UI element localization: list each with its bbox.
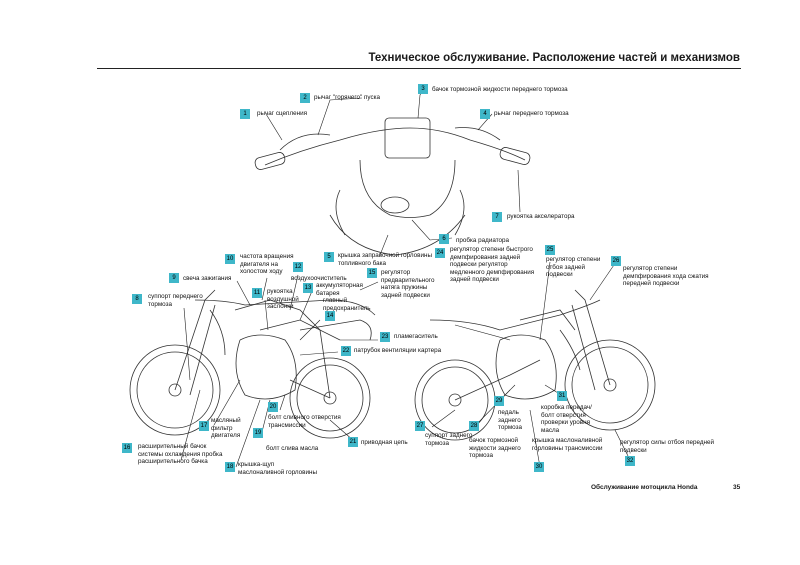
- callout-16-label: расширительный бачок системы охлаждения …: [138, 443, 223, 466]
- callout-21-number: 21: [348, 437, 358, 447]
- motorcycle-right-view: [414, 289, 656, 441]
- callout-8-label: суппорт переднего тормоза: [148, 293, 203, 308]
- callout-31-number: 31: [557, 391, 567, 401]
- callout-25-label: регулятор степени отбоя задней подвески: [546, 256, 601, 279]
- callout-24-number: 24: [435, 248, 445, 258]
- callout-1-number: 1: [240, 109, 250, 119]
- callout-30-number: 30: [534, 462, 544, 472]
- callout-20-label: болт сливного отверстия трансмиссии: [268, 414, 341, 429]
- callout-29-label: педаль заднего тормоза: [498, 409, 522, 432]
- callout-18-number: 18: [225, 462, 235, 472]
- callout-11-number: 11: [252, 288, 262, 298]
- callout-13-number: 13: [303, 283, 313, 293]
- callout-14-number: 14: [325, 311, 335, 321]
- callout-16-number: 16: [122, 443, 132, 453]
- callout-27-number: 27: [415, 421, 425, 431]
- callout-20-number: 20: [268, 402, 278, 412]
- callout-26-number: 26: [611, 256, 621, 266]
- callout-23-number: 23: [380, 332, 390, 342]
- callout-9-number: 9: [169, 273, 179, 283]
- handlebar-top-view: [254, 117, 531, 256]
- callout-26-label: регулятор степени демпфирования хода сжа…: [623, 265, 709, 288]
- page-number: 35: [733, 484, 741, 491]
- callout-23-label: пламегаситель: [394, 333, 438, 340]
- callout-6-label: пробка радиатора: [456, 237, 510, 244]
- callout-15-label: регулятор предварительного натяга пружин…: [381, 269, 435, 299]
- callout-28-number: 28: [469, 421, 479, 431]
- callout-19-number: 19: [253, 428, 263, 438]
- title-rule: [97, 68, 741, 69]
- callout-22-number: 22: [341, 346, 351, 356]
- callout-18-label: крышка-щуп маслоналивной горловины: [238, 461, 318, 476]
- callout-10-number: 10: [225, 254, 235, 264]
- page-title: Техническое обслуживание. Расположение ч…: [368, 52, 740, 64]
- callout-32-number: 32: [625, 456, 635, 466]
- callout-10-label: частота вращения двигателя на холостом х…: [240, 253, 294, 276]
- callout-9-label: свеча зажигания: [183, 275, 232, 282]
- footer-text: Обслуживание мотоцикла Honda: [591, 484, 698, 491]
- callout-5-label: крышка заправочной горловины топливного …: [338, 252, 433, 267]
- motorcycle-left-view: [129, 289, 376, 439]
- callout-3-number: 3: [418, 84, 428, 94]
- callout-17-number: 17: [199, 421, 209, 431]
- callout-11-label: рукоятка воздушной заслонки: [267, 288, 299, 311]
- callout-19-label: болт слива масла: [266, 445, 319, 452]
- callout-27-label: суппорт заднего тормоза: [425, 432, 473, 447]
- callout-15-number: 15: [367, 268, 377, 278]
- callout-24-label: регулятор степени быстрого демпфирования…: [450, 246, 535, 284]
- callout-5-number: 5: [324, 252, 334, 262]
- callout-6-number: 6: [439, 234, 449, 244]
- callout-21-label: приводная цепь: [361, 439, 408, 446]
- callout-12-label: воздухоочиститель: [291, 275, 347, 282]
- callout-4-number: 4: [480, 109, 490, 119]
- callout-32-label: регулятор силы отбоя передней подвески: [620, 439, 715, 454]
- callout-30-label: крышка маслоналивной горловины трансмисс…: [532, 437, 603, 452]
- callout-2-label: рычаг "горячего" пуска: [314, 94, 381, 101]
- callout-13-label: аккумуляторная батарея: [316, 282, 363, 297]
- callout-13b-label: главный предохранитель: [323, 297, 371, 312]
- callout-1-label: рычаг сцепления: [257, 110, 308, 117]
- callout-29-number: 29: [494, 396, 504, 406]
- callout-12-number: 12: [293, 262, 303, 272]
- callout-8-number: 8: [132, 294, 142, 304]
- callout-4-label: рычаг переднего тормоза: [494, 110, 569, 117]
- callout-7-number: 7: [492, 212, 502, 222]
- callout-2-number: 2: [300, 93, 310, 103]
- callout-7-label: рукоятка акселератора: [507, 213, 575, 220]
- callout-31-label: коробка передач/болт отверстия проверки …: [541, 404, 592, 434]
- callout-3-label: бачок тормозной жидкости переднего тормо…: [432, 86, 568, 93]
- callout-17-label: масляный фильтр двигателя: [211, 417, 241, 440]
- callout-25-number: 25: [545, 245, 555, 255]
- callout-28-label: бачок тормозной жидкости заднего тормоза: [469, 437, 521, 460]
- callout-22-label: патрубок вентиляции картера: [354, 347, 442, 354]
